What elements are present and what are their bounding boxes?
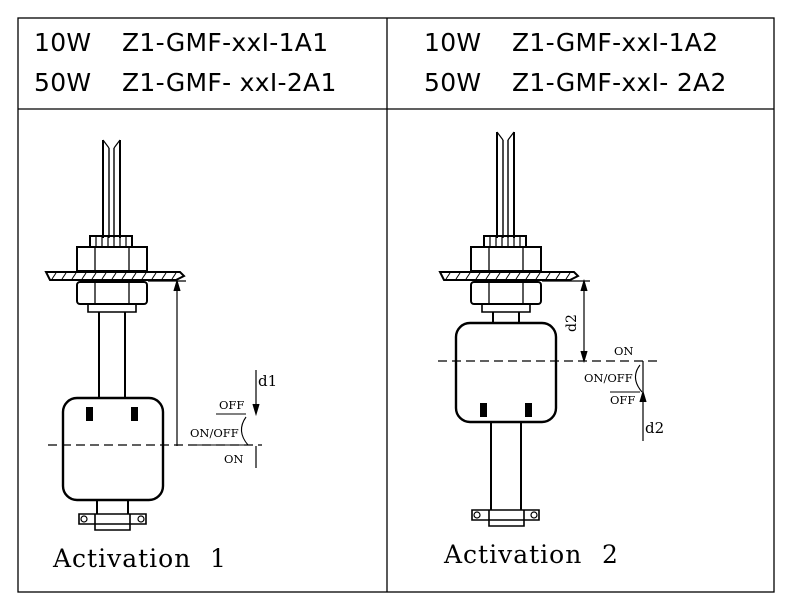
mount-plate-left — [44, 271, 186, 281]
left-row1-power: 10W — [34, 28, 92, 57]
right-row1-power: 10W — [424, 28, 482, 57]
caption-right-num: 2 — [602, 540, 619, 569]
caption-left-word: Activation — [53, 544, 192, 573]
left-row1-model: Z1-GMF-xxI-1A1 — [122, 28, 329, 57]
label-d2-bottom: d2 — [645, 419, 664, 437]
label-onoff-right: ON/OFF — [584, 371, 633, 385]
bottom-nut-right — [470, 281, 542, 313]
float-right — [454, 321, 558, 424]
sensor-left — [44, 139, 262, 531]
stem-left — [98, 312, 126, 398]
top-nut-right — [470, 235, 542, 272]
label-off-right: OFF — [610, 393, 635, 407]
sensor-right — [438, 131, 658, 527]
top-nut-left — [76, 235, 148, 272]
right-row2-power: 50W — [424, 68, 482, 97]
left-row2-power: 50W — [34, 68, 92, 97]
label-off-left: OFF — [219, 398, 244, 412]
label-d2-top: d2 — [564, 314, 580, 332]
right-row2-model: Z1-GMF-xxI- 2A2 — [512, 68, 727, 97]
label-on-left: ON — [224, 452, 244, 466]
d2-measure — [542, 278, 647, 441]
mount-plate-right — [438, 271, 580, 281]
right-row1-model: Z1-GMF-xxI-1A2 — [512, 28, 719, 57]
left-row2-model: Z1-GMF- xxI-2A1 — [122, 68, 337, 97]
cable-right — [496, 131, 515, 238]
label-on-right: ON — [614, 344, 634, 358]
dim-line-left — [148, 278, 186, 446]
stem-lower-right — [471, 422, 540, 527]
bottom-nut-left — [76, 281, 148, 313]
table-grid — [17, 17, 775, 593]
label-onoff-left: ON/OFF — [190, 426, 239, 440]
d1-measure — [190, 370, 260, 468]
label-d1: d1 — [258, 372, 277, 390]
float-left — [61, 396, 165, 502]
caption-right-word: Activation — [444, 540, 583, 569]
caption-left-num: 1 — [210, 544, 227, 573]
lower-stem-left — [78, 500, 147, 531]
cable-left — [102, 139, 121, 238]
